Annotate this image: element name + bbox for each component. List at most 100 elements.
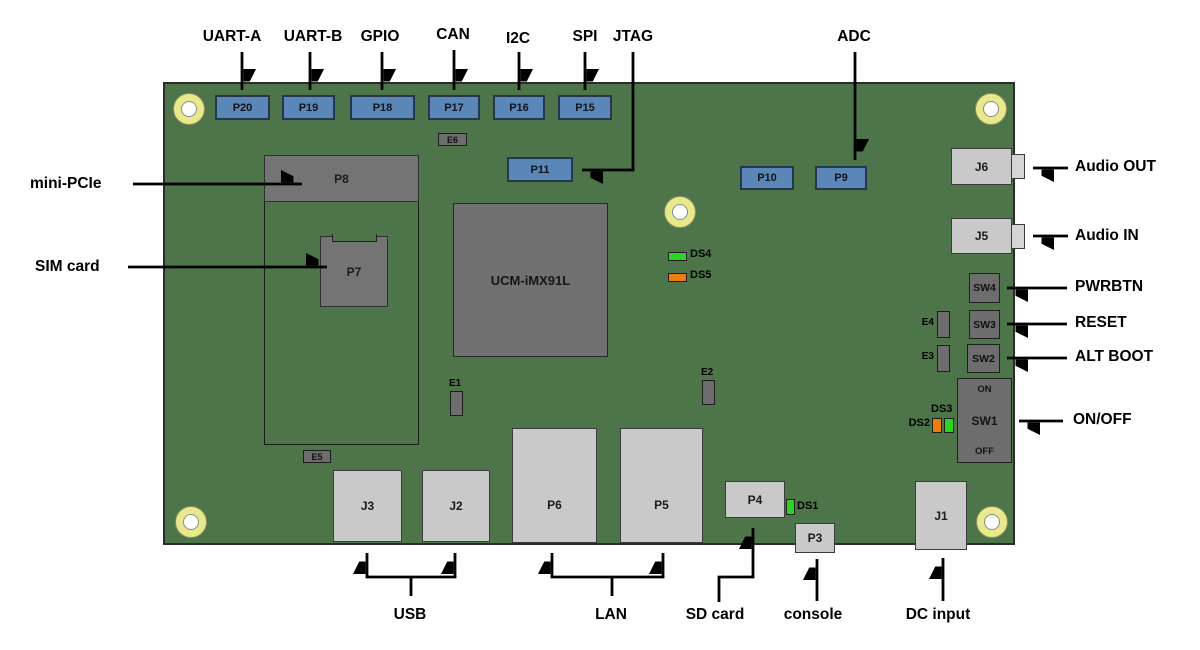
connector-label: P8	[334, 171, 349, 186]
connector-label: P19	[298, 101, 319, 114]
connector-p18: P18	[350, 95, 415, 120]
callout-uart-b: UART-B	[283, 28, 343, 45]
connector-p7-sim-holder: P7	[320, 236, 388, 307]
connector-p17: P17	[428, 95, 480, 120]
connector-label: J2	[449, 499, 463, 513]
connector-label: P5	[654, 498, 669, 512]
connector-p16: P16	[493, 95, 545, 120]
callout-spi: SPI	[572, 28, 598, 45]
connector-label: P7	[346, 264, 362, 279]
led-ds5	[668, 273, 687, 282]
led-ds3	[944, 418, 954, 433]
callout-gpio: GPIO	[360, 28, 400, 45]
component-e6: E6	[438, 133, 467, 146]
switch-sw2: SW2	[967, 344, 1000, 373]
component-e3-label: E3	[921, 351, 934, 362]
component-e3	[937, 345, 950, 372]
callout-jtag: JTAG	[612, 28, 654, 45]
callout-adc: ADC	[837, 28, 871, 45]
switch-sw4: SW4	[969, 273, 1000, 303]
component-e4	[937, 311, 950, 338]
callout-audio-in: Audio IN	[1075, 227, 1139, 244]
callout-reset: RESET	[1075, 314, 1127, 331]
component-e4-label: E4	[921, 317, 934, 328]
connector-p10: P10	[740, 166, 794, 190]
connector-p8: P8	[264, 155, 419, 202]
connector-j5-audio-in: J5	[951, 218, 1012, 254]
component-e2-label: E2	[701, 367, 714, 378]
callout-dc-input: DC input	[905, 606, 971, 623]
connector-p19: P19	[282, 95, 335, 120]
led-ds1	[786, 499, 795, 515]
connector-p3-console: P3	[795, 523, 835, 553]
led-ds2	[932, 418, 942, 433]
switch-label: SW1	[971, 413, 998, 428]
callout-on-off: ON/OFF	[1073, 411, 1132, 428]
component-e2	[702, 380, 715, 405]
connector-label: P15	[575, 101, 595, 114]
sw1-off-position-label: OFF	[975, 446, 994, 457]
connector-label: P11	[530, 163, 550, 176]
component-e1-label: E1	[449, 378, 462, 389]
led-ds4-label: DS4	[690, 248, 712, 260]
callout-pwrbtn: PWRBTN	[1075, 278, 1144, 295]
connector-j5-jack-tab	[1011, 224, 1025, 249]
mounting-hole-icon	[975, 93, 1007, 125]
connector-p6-lan: P6	[512, 428, 597, 543]
connector-j1-dc: J1	[915, 481, 967, 550]
connector-label: P6	[547, 498, 562, 512]
connector-p11: P11	[507, 157, 573, 182]
connector-label: P20	[232, 101, 253, 114]
connector-label: P4	[747, 492, 763, 507]
mounting-hole-icon	[175, 506, 207, 538]
component-label: E5	[311, 451, 323, 462]
sim-holder-notch	[332, 234, 377, 242]
component-e5: E5	[303, 450, 331, 463]
led-ds2-label: DS2	[908, 417, 930, 429]
connector-label: P10	[757, 172, 777, 184]
callout-lan: LAN	[595, 606, 627, 623]
sw1-on-position-label: ON	[977, 384, 992, 395]
led-ds1-label: DS1	[797, 500, 819, 512]
mounting-hole-icon	[976, 506, 1008, 538]
switch-label: SW4	[973, 282, 996, 294]
som-module-label: UCM-iMX91L	[490, 272, 571, 288]
switch-label: SW2	[972, 352, 995, 365]
mounting-hole-icon	[173, 93, 205, 125]
callout-uart-a: UART-A	[202, 28, 262, 45]
connector-p20: P20	[215, 95, 270, 120]
switch-sw1-on-off: ON SW1 OFF	[957, 378, 1012, 463]
callout-audio-out: Audio OUT	[1075, 158, 1156, 175]
callout-sd-card: SD card	[685, 606, 745, 623]
component-label: E6	[446, 134, 458, 145]
connector-p5-lan: P5	[620, 428, 703, 543]
connector-j6-jack-tab	[1011, 154, 1025, 179]
component-e1	[450, 391, 463, 416]
callout-mini-pcie: mini-PCIe	[30, 175, 102, 192]
som-module: UCM-iMX91L	[453, 203, 608, 357]
connector-p15: P15	[558, 95, 612, 120]
connector-label: J3	[360, 499, 375, 513]
connector-label: P3	[807, 531, 823, 545]
led-ds4	[668, 252, 687, 261]
callout-console: console	[783, 606, 843, 623]
connector-j3-usb: J3	[333, 470, 402, 542]
connector-j2-usb: J2	[422, 470, 490, 542]
switch-label: SW3	[973, 318, 996, 331]
connector-label: P16	[509, 101, 529, 114]
connector-label: J1	[934, 508, 948, 523]
connector-label: P18	[372, 101, 393, 114]
connector-label: P17	[444, 101, 464, 114]
mounting-hole-icon	[664, 196, 696, 228]
led-ds5-label: DS5	[690, 269, 712, 281]
callout-usb: USB	[393, 606, 427, 623]
callout-i2c: I2C	[505, 30, 531, 47]
connector-label: J6	[974, 159, 989, 174]
connector-j6-audio-out: J6	[951, 148, 1012, 185]
switch-sw3: SW3	[969, 310, 1000, 339]
callout-alt-boot: ALT BOOT	[1075, 348, 1154, 365]
callout-sim-card: SIM card	[35, 258, 100, 275]
connector-p9: P9	[815, 166, 867, 190]
connector-label: P9	[834, 172, 848, 184]
